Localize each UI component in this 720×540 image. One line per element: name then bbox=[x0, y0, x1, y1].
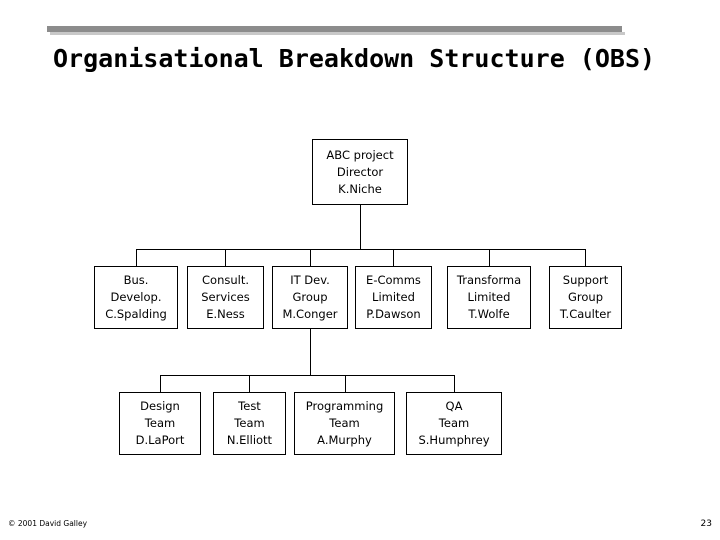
node-line: T.Caulter bbox=[559, 307, 612, 321]
title-divider-bar bbox=[47, 26, 622, 32]
node-line: Limited bbox=[372, 290, 415, 304]
node-line: ABC project bbox=[326, 147, 394, 162]
node-line: E-Comms bbox=[366, 273, 421, 287]
org-node-director: ABC project Director K.Niche bbox=[312, 139, 408, 205]
org-node-qa-team: QA Team S.Humphrey bbox=[406, 392, 502, 455]
node-line: Programming bbox=[305, 399, 384, 413]
node-line: Team bbox=[329, 416, 360, 430]
connector-drop-consult-services bbox=[225, 249, 226, 266]
node-line: M.Conger bbox=[282, 307, 338, 321]
node-line: Design bbox=[140, 399, 180, 413]
node-line: S.Humphrey bbox=[418, 433, 490, 447]
node-line: Bus. bbox=[123, 273, 149, 287]
node-line: N.Elliott bbox=[226, 433, 273, 447]
node-line: Consult. bbox=[202, 273, 249, 287]
node-line: T.Wolfe bbox=[468, 307, 510, 321]
connector-drop-bus-develop bbox=[136, 249, 137, 266]
connector-it-dev-stem bbox=[310, 329, 311, 375]
org-node-test-team: Test Team N.Elliott bbox=[213, 392, 286, 455]
org-node-e-comms-limited: E-Comms Limited P.Dawson bbox=[355, 266, 432, 329]
node-line: A.Murphy bbox=[317, 433, 372, 447]
node-line: E.Ness bbox=[206, 307, 245, 321]
page-title: Organisational Breakdown Structure (OBS) bbox=[53, 44, 656, 73]
connector-drop-e-comms bbox=[393, 249, 394, 266]
connector-drop-transforma bbox=[489, 249, 490, 266]
connector-drop-test-team bbox=[249, 375, 250, 392]
org-node-design-team: Design Team D.LaPort bbox=[119, 392, 201, 455]
node-line: Limited bbox=[467, 290, 511, 304]
connector-drop-design-team bbox=[160, 375, 161, 392]
connector-level1-bus bbox=[136, 249, 585, 250]
node-line: Group bbox=[567, 290, 603, 304]
node-line: Test bbox=[238, 399, 261, 413]
node-line: Support bbox=[562, 273, 609, 287]
connector-drop-qa-team bbox=[454, 375, 455, 392]
title-divider-shadow bbox=[50, 32, 625, 35]
node-line: Team bbox=[438, 416, 470, 430]
org-node-it-dev-group: IT Dev. Group M.Conger bbox=[272, 266, 348, 329]
node-line: QA bbox=[445, 399, 463, 413]
node-line: Group bbox=[292, 290, 328, 304]
node-line: C.Spalding bbox=[105, 307, 167, 321]
connector-drop-support-group bbox=[585, 249, 586, 266]
org-node-bus-develop: Bus. Develop. C.Spalding bbox=[94, 266, 178, 329]
copyright-footer: © 2001 David Galley bbox=[8, 519, 88, 528]
node-line: P.Dawson bbox=[366, 307, 421, 321]
node-line: IT Dev. bbox=[290, 273, 330, 287]
connector-level2-bus bbox=[160, 375, 454, 376]
page-number: 23 bbox=[700, 519, 712, 529]
node-line: Team bbox=[144, 416, 176, 430]
node-line: Team bbox=[234, 416, 265, 430]
node-line: Develop. bbox=[110, 290, 162, 304]
connector-drop-it-dev-group bbox=[310, 249, 311, 266]
org-node-transforma-limited: Transforma Limited T.Wolfe bbox=[447, 266, 531, 329]
org-node-consult-services: Consult. Services E.Ness bbox=[187, 266, 264, 329]
org-node-support-group: Support Group T.Caulter bbox=[549, 266, 622, 329]
node-line: D.LaPort bbox=[135, 433, 185, 447]
connector-director-stem bbox=[360, 205, 361, 249]
node-line: Services bbox=[201, 290, 250, 304]
org-node-programming-team: Programming Team A.Murphy bbox=[294, 392, 395, 455]
node-line: K.Niche bbox=[338, 181, 382, 196]
connector-drop-programming-team bbox=[345, 375, 346, 392]
node-line: Transforma bbox=[456, 273, 522, 287]
node-line: Director bbox=[336, 164, 384, 179]
